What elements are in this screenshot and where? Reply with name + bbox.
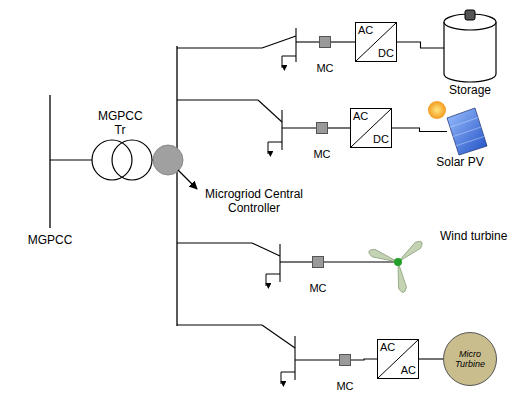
sun-icon: [428, 101, 446, 119]
node-text: AC: [401, 364, 416, 377]
diagram-label: MGPCC Tr: [98, 110, 142, 138]
turbine-hub: [394, 258, 402, 266]
wire-stroke: [295, 28, 296, 62]
power-line: [392, 128, 447, 132]
node-text: MC: [334, 380, 355, 393]
node-text: AC: [353, 110, 368, 123]
power-line: [419, 358, 443, 359]
node-text: Solar PV: [425, 156, 495, 170]
diagonal-line: [351, 109, 391, 147]
converter-box: AC DC: [350, 108, 392, 148]
wire-stroke: [281, 110, 282, 150]
mc-square: [339, 355, 350, 366]
wire-stroke: [266, 274, 280, 286]
pv-grid: [450, 118, 478, 128]
cylinder-body: [444, 14, 496, 82]
module-controller: MC: [314, 36, 335, 75]
wire-stroke: [112, 140, 152, 180]
power-line: [328, 127, 350, 128]
power-line: [331, 41, 355, 42]
mc-symbol: [339, 354, 351, 366]
wire-stroke: [177, 324, 262, 325]
turbine-blade: [394, 261, 407, 293]
load-arrows: [266, 56, 296, 384]
node-text: Micro Turbine: [450, 349, 490, 370]
main-bus: [176, 46, 177, 326]
mc-square: [319, 37, 330, 48]
storage-unit: Storage: [440, 6, 500, 98]
diagram-label: Microgriod Central Controller: [198, 188, 310, 216]
node-text: AC: [380, 341, 395, 354]
node-text: Storage: [440, 84, 500, 98]
node-text: MC: [307, 282, 328, 295]
diagonal-line: [378, 340, 418, 378]
node-text: Wind turbine: [440, 230, 518, 244]
wire-stroke: [282, 56, 296, 68]
wire-stroke: [268, 142, 282, 154]
mc-symbol: [312, 256, 324, 268]
pv-panel: [447, 108, 487, 155]
wire-stroke: [258, 100, 282, 122]
module-controller: MC: [307, 256, 328, 295]
wire-stroke: [295, 359, 339, 360]
node-text: MC: [311, 148, 332, 161]
node-text: MC: [314, 62, 335, 75]
mc-symbol: [316, 122, 328, 134]
converter-box: AC DC: [355, 22, 397, 62]
wire-stroke: [252, 243, 280, 256]
mc-square: [312, 257, 323, 268]
mc-symbol: [319, 36, 331, 48]
label-box: MGPCC Tr: [98, 110, 142, 138]
turbine-illustration: [362, 222, 438, 302]
wire-stroke: [262, 325, 295, 348]
mgpcc-bus: [49, 95, 50, 228]
wire-stroke: [177, 47, 262, 48]
wire-stroke: [280, 261, 312, 262]
module-controller: MC: [334, 354, 355, 393]
power-line: [397, 42, 444, 48]
storage-cylinder: [440, 6, 500, 84]
diagram-label: MGPCC: [20, 234, 80, 248]
power-line: [324, 261, 394, 262]
label-box: Microgriod Central Controller: [198, 188, 310, 216]
wire-stroke: [281, 372, 295, 384]
cylinder-side: [444, 22, 496, 82]
wire-stroke: [294, 336, 295, 380]
pv-grid: [453, 127, 481, 137]
wire-stroke: [262, 36, 296, 48]
node-text: DC: [378, 47, 394, 60]
wire-stroke: [282, 127, 316, 128]
feeders: [177, 28, 339, 380]
node-text: AC: [358, 24, 373, 37]
central-controller: [153, 145, 197, 189]
converter-box: AC AC: [377, 339, 419, 379]
wind-turbine: Wind turbine: [362, 222, 518, 302]
node-text: DC: [373, 133, 389, 146]
wire-stroke: [279, 244, 280, 282]
power-line: [351, 359, 377, 360]
wire-stroke: [177, 99, 258, 100]
leader-arrow: [178, 170, 197, 189]
cylinder-knob: [465, 10, 475, 20]
mc-square: [316, 123, 327, 134]
pv-grid: [456, 137, 484, 146]
wire-stroke: [296, 41, 319, 42]
module-controller: MC: [311, 122, 332, 161]
diagonal-line: [356, 23, 396, 61]
solar-pv: Solar PV: [425, 98, 495, 170]
buses: [50, 46, 177, 326]
wire-stroke: [50, 159, 92, 160]
label-box: MGPCC: [20, 234, 80, 248]
micro-turbine-circle: Micro Turbine: [443, 332, 497, 386]
wire-stroke: [177, 242, 252, 243]
solar-illustration: [425, 98, 495, 156]
